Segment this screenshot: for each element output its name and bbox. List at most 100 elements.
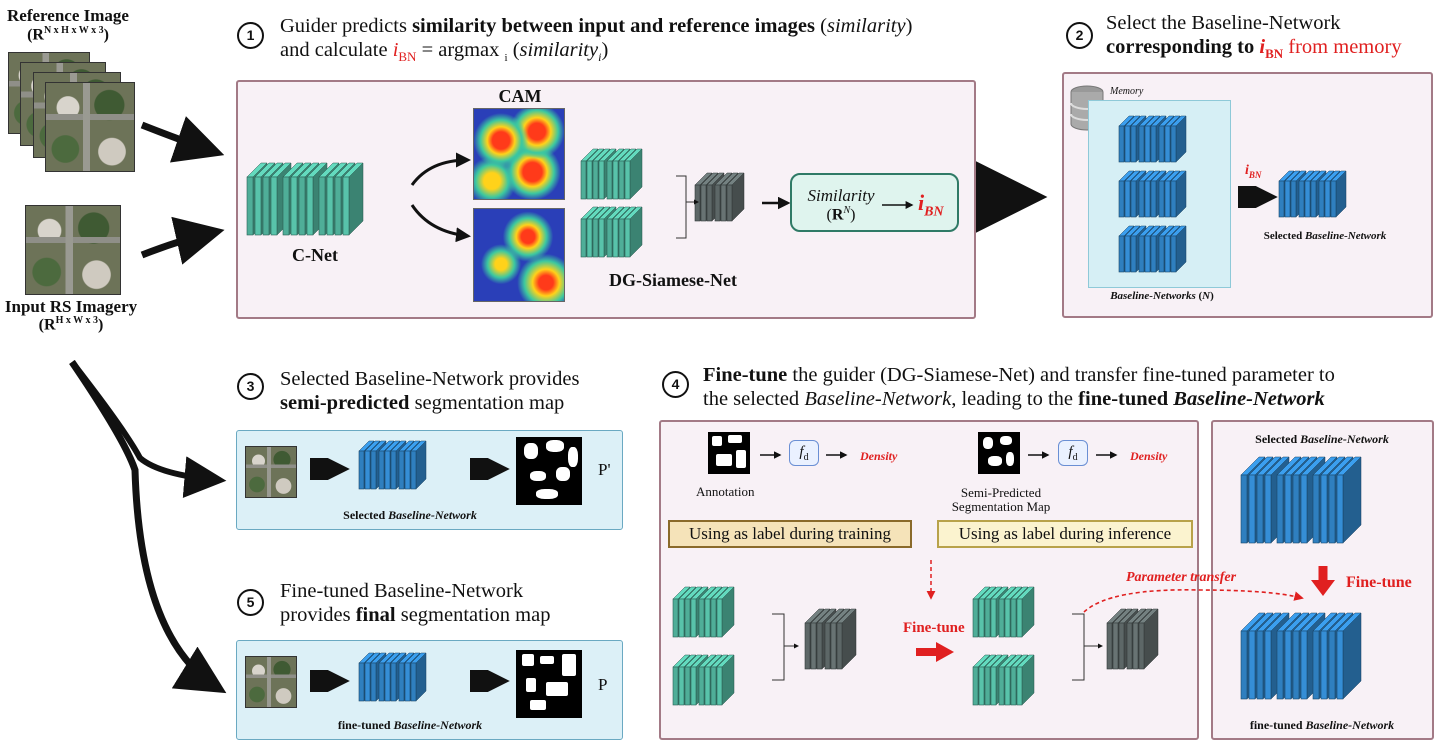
network-layer	[1170, 170, 1187, 218]
s3-t1: semi-predicted	[280, 392, 410, 414]
arrow-input-to-step5	[69, 360, 227, 694]
reference-dims-close: )	[103, 26, 109, 44]
step-3-line-2: semi-predicted segmentation map	[280, 391, 660, 415]
label-inference: Using as label during inference	[937, 520, 1193, 548]
s1-t12: )	[601, 39, 609, 61]
s5-net-a: fine-tuned	[337, 718, 394, 732]
network-layer	[716, 654, 735, 706]
s1-t1: Guider predicts	[280, 15, 413, 37]
sel-a: Selected	[1263, 230, 1305, 242]
step-3-description: Selected Baseline-Network provides semi-…	[280, 367, 660, 415]
label-training: Using as label during training	[668, 520, 912, 548]
s4-t1: Fine-tune	[703, 364, 788, 386]
siamese-branch-bottom	[580, 206, 643, 258]
s2-ibn-sub: BN	[1248, 169, 1262, 180]
finetune-label: Fine-tune	[903, 620, 965, 636]
finetune-head-2	[1106, 608, 1159, 670]
step-3-arrow-2	[470, 458, 510, 480]
siamese-merge-lines	[676, 175, 699, 239]
right-finetuned-network	[1240, 612, 1362, 700]
step-4-line-2: the selected Baseline-Network, leading t…	[703, 387, 1438, 411]
ibn-result: iBN	[918, 190, 944, 220]
step-3-network-label: Selected Baseline-Network	[320, 508, 500, 523]
network-layer	[342, 162, 364, 236]
network-layer	[624, 148, 643, 200]
semi-predicted-map-small	[978, 432, 1020, 474]
s5-t2: final	[355, 604, 396, 626]
step-5-baseline-network	[358, 652, 427, 702]
reference-image-title: Reference Image	[7, 6, 129, 25]
step-3-baseline-network	[358, 440, 427, 490]
step-2-ibn: iBN	[1245, 163, 1261, 180]
ibn-i: i	[918, 190, 925, 215]
sp2: Segmentation Map	[951, 499, 1051, 514]
input-rs-title: Input RS Imagery	[4, 297, 138, 316]
s4-t5: , leading to the	[951, 388, 1079, 410]
network-layer	[1170, 225, 1187, 273]
cnet-label: C-Net	[292, 245, 338, 265]
siamese-label: DG-Siamese-Net	[609, 270, 737, 290]
network-layer	[836, 608, 857, 670]
finetune-red-arrow	[916, 642, 954, 662]
network-layer	[1336, 456, 1362, 544]
s1-t6: and calculate	[280, 39, 393, 61]
s3-net-b: Baseline-Network	[388, 508, 477, 522]
network-layer	[1016, 586, 1035, 638]
arrow-reference-to-cnet	[140, 116, 225, 163]
step-2-line-2: corresponding to iBN from memory	[1106, 35, 1441, 66]
annotation-map	[708, 432, 750, 474]
step-5-output-label: P	[598, 675, 608, 694]
step-2-circle: 2	[1066, 22, 1093, 49]
network-layer	[624, 206, 643, 258]
similarity-to-ibn-arrow	[882, 201, 914, 209]
sim-d4: )	[850, 206, 856, 224]
step-5-network-label: fine-tuned Baseline-Network	[320, 718, 500, 733]
cam-heatmap-1	[473, 108, 565, 200]
finetune-merge-1	[772, 613, 799, 681]
step-4-description: Fine-tune the guider (DG-Siamese-Net) an…	[703, 363, 1438, 411]
finetuned-siamese-top	[972, 586, 1035, 638]
s4-t4: Baseline-Network	[804, 388, 952, 410]
rf-a: fine-tuned	[1249, 718, 1306, 732]
right-selected-network	[1240, 456, 1362, 544]
step-3-circle: 3	[237, 373, 264, 400]
s4-t3: the selected	[703, 388, 805, 410]
s3-net-a: Selected	[343, 508, 389, 522]
right-finetune-label: Fine-tune	[1346, 574, 1412, 591]
s1-t10: similarity	[519, 39, 599, 61]
rs-b: Baseline-Network	[1300, 432, 1389, 446]
memory-label: Memory	[1110, 86, 1144, 97]
selected-baseline-label: Selected Baseline-Network	[1250, 230, 1400, 242]
s3-t2: segmentation map	[409, 392, 565, 414]
finetune-head-1	[804, 608, 857, 670]
arrow-input-to-step3	[69, 360, 227, 499]
step-5-arrow-2	[470, 670, 510, 692]
finetune-siamese-bottom	[672, 654, 735, 706]
to-similarity-arrow	[762, 196, 791, 210]
fd2: f	[1068, 444, 1073, 460]
fd-arrow-annotation	[826, 451, 848, 459]
finetune-siamese-top	[672, 586, 735, 638]
step-3-arrow-1	[310, 458, 350, 480]
similarity-text: Similarity	[807, 186, 875, 205]
network-layer	[410, 440, 427, 490]
bl-b: (	[1195, 290, 1203, 302]
s1-t5: )	[905, 15, 913, 37]
siamese-head	[694, 172, 745, 222]
selected-baseline-network	[1278, 170, 1347, 218]
dashed-down-arrow	[926, 560, 936, 600]
input-dims-close: )	[97, 316, 104, 334]
s5-net-b: Baseline-Network	[393, 718, 483, 732]
step-5-circle: 5	[237, 589, 264, 616]
sim-d1: (	[826, 206, 832, 224]
annotation-arrow	[760, 451, 782, 459]
input-rs-dims: (RH x W x 3)	[0, 315, 142, 334]
finetuned-siamese-bottom	[972, 654, 1035, 706]
parameter-transfer-label: Parameter transfer	[1126, 570, 1237, 585]
step-4-circle: 4	[662, 371, 689, 398]
step-1-circle: 1	[237, 22, 264, 49]
step-3-input-image	[245, 446, 297, 498]
parameter-transfer-arrow	[1083, 589, 1304, 613]
